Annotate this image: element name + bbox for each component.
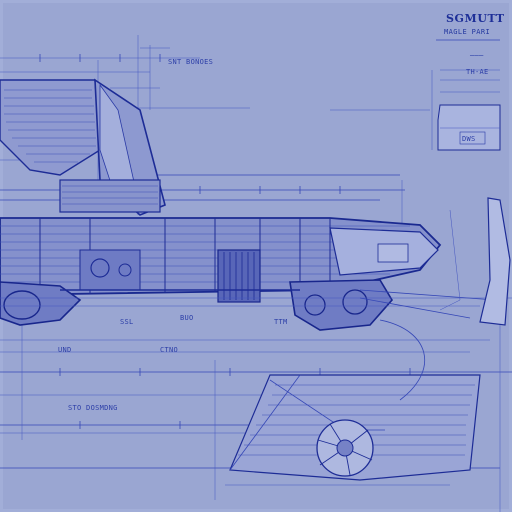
main-hull xyxy=(0,217,442,303)
label-lower-long: STO DOSMDNG xyxy=(68,404,118,412)
label-left-a: UND xyxy=(58,346,72,354)
label-fin-box: DWS xyxy=(462,135,476,143)
title-block: SGMUTT MAGLE PARI ─── xyxy=(436,12,505,93)
upper-structure xyxy=(0,78,166,216)
label-upper-right: TH-AE xyxy=(466,68,489,76)
section-view xyxy=(229,319,481,481)
undercarriage xyxy=(0,279,512,331)
label-left-b: SSL xyxy=(120,318,134,326)
sheet-subtitle: MAGLE PARI xyxy=(444,28,490,36)
label-hull-side: CTNO xyxy=(160,346,178,354)
label-front-mid: BUO xyxy=(180,314,194,322)
title-callout: ─── xyxy=(469,52,484,60)
labels: SNT BONOES CTNO STO DOSMDNG DWS BUO UND … xyxy=(58,58,489,412)
label-top-callout: SNT BONOES xyxy=(168,58,213,66)
label-callout-small: TTM xyxy=(274,318,288,326)
sheet-title: SGMUTT xyxy=(446,12,505,25)
side-detail xyxy=(437,104,501,151)
rear-fin xyxy=(439,197,511,326)
